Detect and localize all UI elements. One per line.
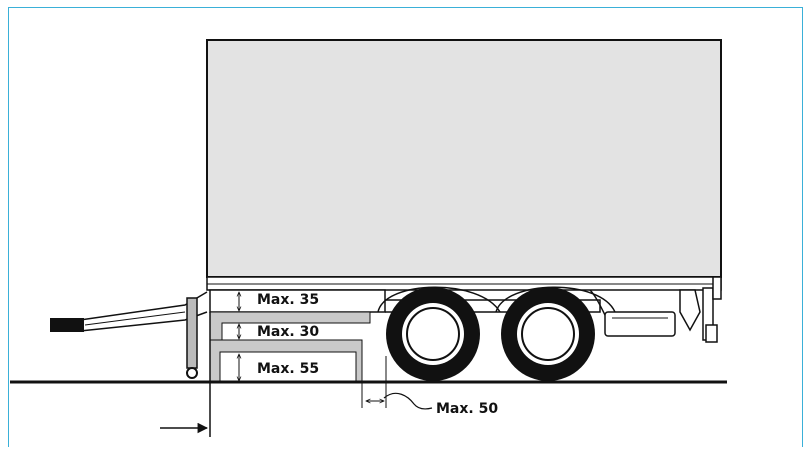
wheel-front [386,287,480,381]
label-max30: Max. 30 [257,324,319,340]
label-max50: Max. 50 [436,401,498,417]
drawbar-inner [84,311,186,326]
leader-50 [383,392,433,410]
drawbar [79,291,208,332]
diagram-frame [8,7,803,447]
label-max55: Max. 55 [257,361,319,377]
cargo-box [206,39,722,278]
support-leg [186,297,198,369]
rear-corner-post [712,276,722,300]
wheel-rear [501,287,595,381]
coupling-head [50,318,84,332]
rear-frame-end [679,289,701,332]
rear-light-lower [705,324,718,343]
label-max35: Max. 35 [257,292,319,308]
toolbox [604,311,676,337]
jockey-wheel [186,367,198,379]
